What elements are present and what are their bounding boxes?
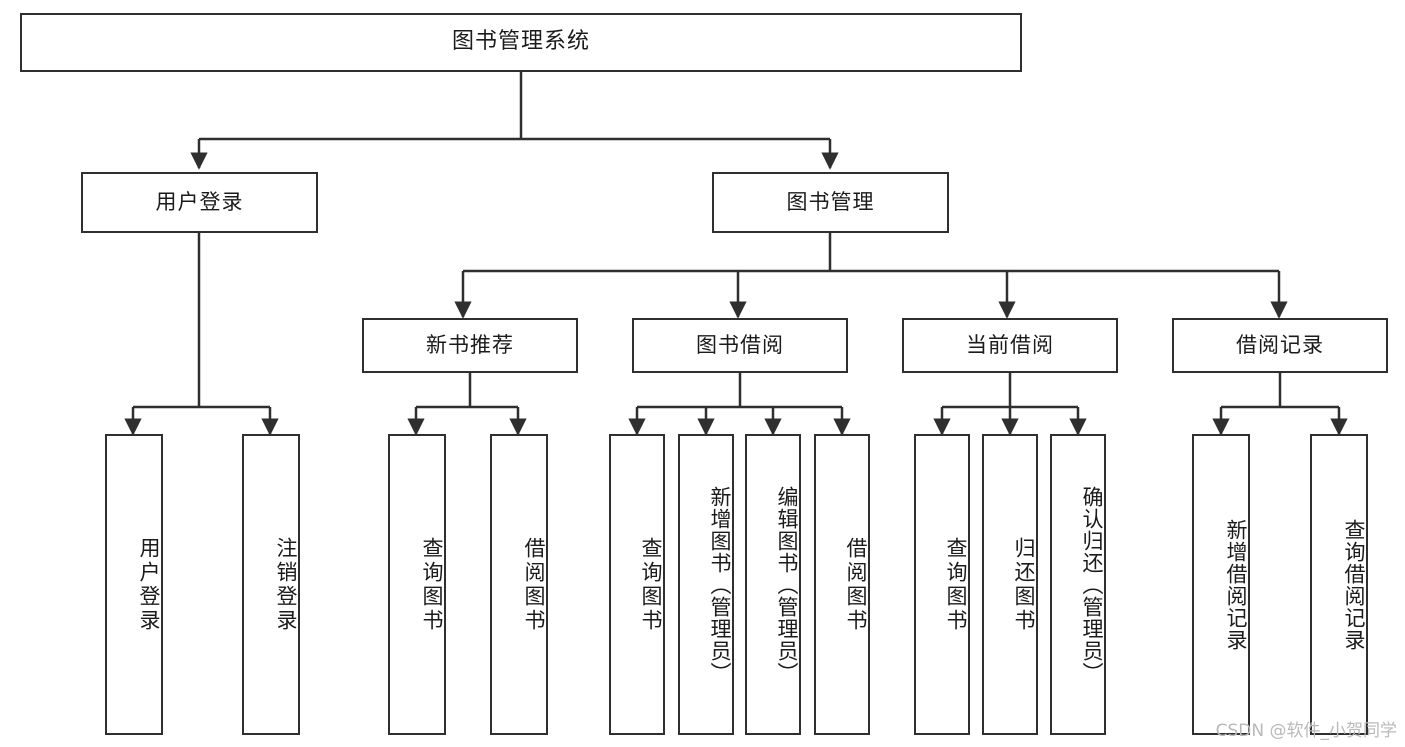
leaf-current-borrow-query-book[interactable]: 查询图书 [914, 434, 970, 735]
leaf-borrow-book-borrow-book[interactable]: 借阅图书 [814, 434, 870, 735]
node-borrowing-record[interactable]: 借阅记录 [1172, 318, 1388, 373]
node-label: 确认归还（管理员） [1080, 485, 1104, 684]
node-book-management[interactable]: 图书管理 [712, 172, 949, 233]
node-label: 新增图书（管理员） [708, 485, 732, 684]
node-new-book-recommendation[interactable]: 新书推荐 [362, 318, 578, 373]
node-label: 归还图书 [1012, 536, 1036, 633]
node-label: 新书推荐 [426, 332, 514, 357]
node-label: 图书借阅 [696, 332, 784, 357]
node-current-borrowing[interactable]: 当前借阅 [902, 318, 1118, 373]
leaf-borrow-book-edit-book-admin[interactable]: 编辑图书（管理员） [745, 434, 801, 735]
node-label: 查询图书 [944, 536, 968, 633]
node-label: 注销登录 [274, 536, 298, 633]
leaf-borrow-book-query-book[interactable]: 查询图书 [609, 434, 665, 735]
node-label: 借阅图书 [844, 536, 868, 633]
leaf-current-borrow-confirm-return-admin[interactable]: 确认归还（管理员） [1050, 434, 1106, 735]
node-label: 新增借阅记录 [1224, 518, 1248, 651]
leaf-current-borrow-return-book[interactable]: 归还图书 [982, 434, 1038, 735]
leaf-user-login-logout[interactable]: 注销登录 [242, 434, 300, 735]
node-label: 借阅记录 [1236, 332, 1324, 357]
node-user-login[interactable]: 用户登录 [81, 172, 318, 233]
node-label: 查询借阅记录 [1342, 518, 1366, 651]
leaf-borrow-book-add-book-admin[interactable]: 新增图书（管理员） [678, 434, 734, 735]
node-label: 图书管理 [786, 189, 875, 214]
leaf-user-login-login[interactable]: 用户登录 [105, 434, 163, 735]
node-label: 用户登录 [137, 536, 161, 633]
leaf-new-book-borrow-book[interactable]: 借阅图书 [490, 434, 548, 735]
csdn-watermark: CSDN @软件_小贺同学 [1215, 721, 1397, 741]
node-label: 图书管理系统 [451, 29, 590, 55]
node-root-book-management-system[interactable]: 图书管理系统 [20, 13, 1022, 72]
node-label: 借阅图书 [522, 536, 546, 633]
node-label: 当前借阅 [966, 332, 1054, 357]
leaf-new-book-query-book[interactable]: 查询图书 [388, 434, 446, 735]
leaf-borrow-record-query-record[interactable]: 查询借阅记录 [1310, 434, 1368, 735]
node-label: 用户登录 [155, 189, 244, 214]
node-label: 查询图书 [639, 536, 663, 633]
node-label: 查询图书 [420, 536, 444, 633]
node-book-borrowing[interactable]: 图书借阅 [632, 318, 848, 373]
leaf-borrow-record-add-record[interactable]: 新增借阅记录 [1192, 434, 1250, 735]
node-label: 编辑图书（管理员） [775, 485, 799, 684]
